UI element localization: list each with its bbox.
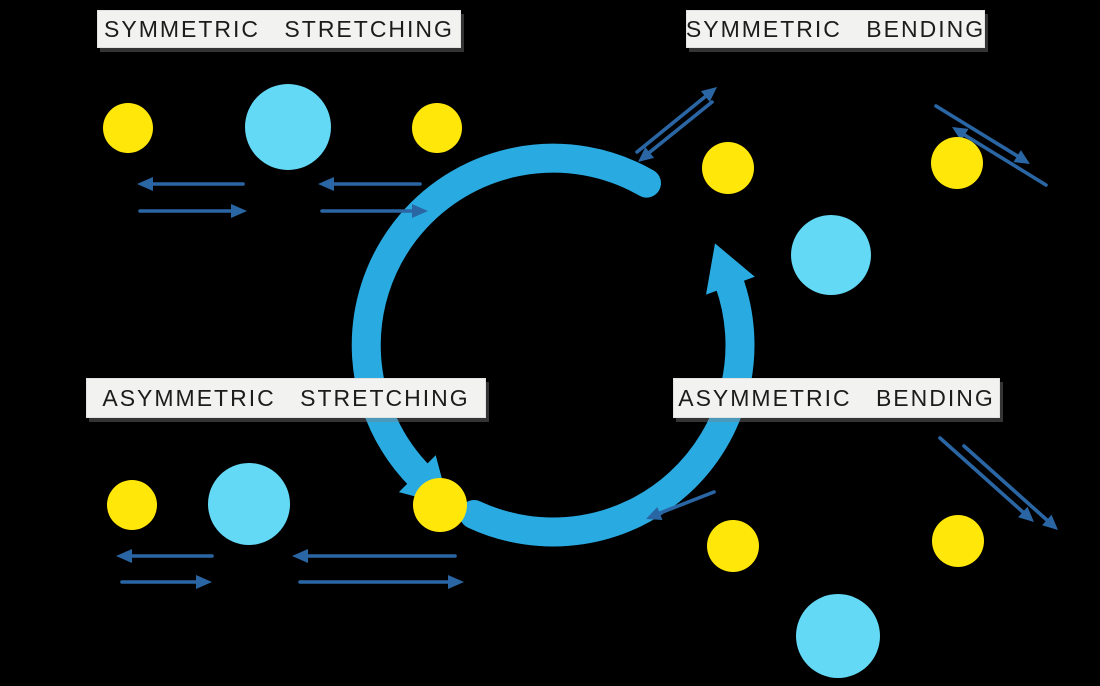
arrow-shaft <box>658 490 716 515</box>
sym-stretch-right-arrow-in <box>318 177 422 191</box>
left-atom <box>107 480 157 530</box>
label-asymmetric-stretching: ASYMMETRIC STRETCHING <box>86 378 486 418</box>
left-atom <box>702 142 754 194</box>
cycle-arrow <box>351 143 755 547</box>
arrow-head-icon <box>412 204 428 218</box>
arrow-head-icon <box>952 127 969 141</box>
arrow-shaft <box>934 104 1021 159</box>
sym-stretch-left-arrow-out <box>137 177 245 191</box>
central-atom <box>796 594 880 678</box>
right-atom <box>931 137 983 189</box>
central-atom <box>791 215 871 295</box>
label-symmetric-stretching: SYMMETRIC STRETCHING <box>97 10 461 48</box>
arrow-shaft <box>635 94 708 154</box>
arrow-shaft <box>962 444 1050 523</box>
arrow-head-icon <box>137 177 153 191</box>
asym-bend-right-arrow-down-2 <box>962 444 1058 530</box>
arrow-head-icon <box>1013 150 1030 164</box>
right-atom <box>412 103 462 153</box>
cycle-arc-bottom-right <box>459 266 755 547</box>
left-atom <box>103 103 153 153</box>
symmetric-stretching-molecule <box>103 84 462 170</box>
sym-stretch-left-arrow-in <box>138 204 247 218</box>
arrow-head-icon <box>1042 514 1058 530</box>
asym-stretch-left-arrow-in <box>120 575 212 589</box>
arrow-shaft <box>938 436 1026 515</box>
sym-bend-right-arrow-up <box>952 127 1048 187</box>
sym-stretch-right-arrow-out <box>320 204 428 218</box>
sym-bend-left-arrow-down <box>638 100 714 162</box>
label-asymmetric-bending: ASYMMETRIC BENDING <box>673 378 1000 418</box>
arrow-head-icon <box>231 204 247 218</box>
sym-bend-right-arrow-down <box>934 104 1030 164</box>
arrow-head-icon <box>638 147 655 162</box>
arrow-head-icon <box>646 507 663 520</box>
asym-stretch-left-arrow-out <box>116 549 214 563</box>
arrow-head-icon <box>116 549 132 563</box>
arrow-head-icon <box>1018 506 1034 522</box>
arrow-head-icon <box>292 549 308 563</box>
right-atom <box>413 478 467 532</box>
asym-stretch-center-arrow-right <box>298 575 464 589</box>
arrow-head-icon <box>196 575 212 589</box>
cycle-arc-top-left <box>351 143 661 492</box>
cycle-arrowhead-up-icon <box>706 243 755 295</box>
arrow-head-icon <box>700 87 717 102</box>
right-atom <box>932 515 984 567</box>
sym-bend-left-arrow-up <box>635 87 717 154</box>
left-atom <box>707 520 759 572</box>
asymmetric-stretching-molecule <box>107 463 467 545</box>
asym-stretch-center-arrow-left <box>292 549 457 563</box>
arrow-shaft <box>961 132 1048 187</box>
asym-bend-right-arrow-down-1 <box>938 436 1034 522</box>
asym-bend-left-arrow-down <box>646 490 716 520</box>
central-atom <box>208 463 290 545</box>
central-atom <box>245 84 331 170</box>
asymmetric-bending-molecule <box>707 515 984 678</box>
arrow-shaft <box>648 100 714 154</box>
symmetric-bending-molecule <box>702 137 983 295</box>
arrow-head-icon <box>448 575 464 589</box>
arrow-head-icon <box>318 177 334 191</box>
label-symmetric-bending: SYMMETRIC BENDING <box>686 10 985 48</box>
